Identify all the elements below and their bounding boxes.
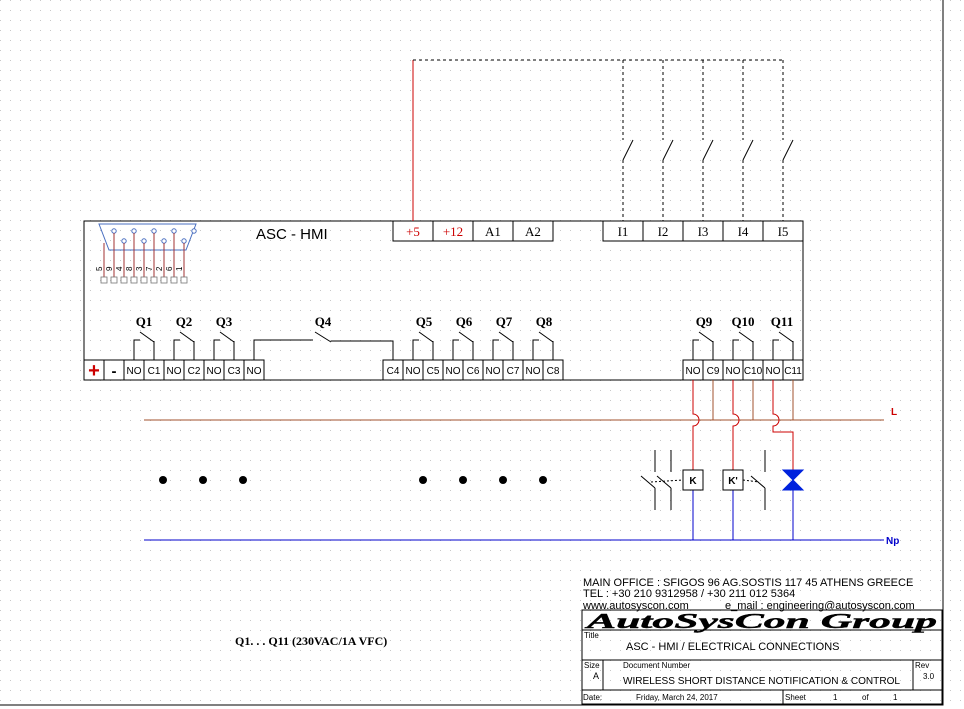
relay-label-q3: Q3 <box>216 314 233 329</box>
terminal-no: NO <box>766 366 781 377</box>
terminal-c9: C9 <box>707 366 720 377</box>
relay-label-q7: Q7 <box>496 314 513 329</box>
contactor-k2-label: K' <box>728 476 738 487</box>
pin-number: 8 <box>125 266 134 271</box>
company-email: e_mail : engineering@autosyscon.com <box>725 600 915 612</box>
pin-number: 5 <box>95 266 104 271</box>
document-number-label: Document Number <box>623 661 690 670</box>
relay-label-q11: Q11 <box>771 314 793 329</box>
terminal-no: NO <box>127 366 142 377</box>
terminal-c1: C1 <box>148 366 161 377</box>
document-number: WIRELESS SHORT DISTANCE NOTIFICATION & C… <box>623 676 900 687</box>
terminal-i5: I5 <box>778 224 789 239</box>
terminal-c7: C7 <box>507 366 520 377</box>
terminal-no: NO <box>726 366 741 377</box>
relay-contact-icons <box>133 331 794 360</box>
company-logo: AutoSysCon Group <box>583 609 937 633</box>
drawing-date: Friday, March 24, 2017 <box>636 693 718 702</box>
dsub-connector-icon <box>98 223 197 284</box>
relay-label-q4: Q4 <box>315 314 332 329</box>
terminal-c8: C8 <box>547 366 560 377</box>
company-website: www.autosyscon.com <box>582 600 689 612</box>
sheet-number: 1 <box>833 693 838 702</box>
terminal-plus: + <box>88 360 100 382</box>
contactor-k-label: K <box>689 476 697 487</box>
terminal-c4: C4 <box>387 366 400 377</box>
terminal-i3: I3 <box>698 224 709 239</box>
neutral-line-label: Np <box>886 536 899 547</box>
relay-rating-note: Q1. . . Q11 (230VAC/1A VFC) <box>235 634 387 648</box>
relay-label-q1: Q1 <box>136 314 153 329</box>
date-label: Date: <box>583 693 602 702</box>
terminal-minus: - <box>112 363 117 380</box>
terminal-no: NO <box>526 366 541 377</box>
terminal-c11: C11 <box>784 366 802 377</box>
relay-label-q9: Q9 <box>696 314 713 329</box>
pin-number: 9 <box>105 266 114 271</box>
bottom-terminal-strip <box>83 359 804 381</box>
terminal-c10: C10 <box>744 366 763 377</box>
terminal-i1: I1 <box>618 224 629 239</box>
terminal-c2: C2 <box>188 366 201 377</box>
input-switch-icons <box>622 139 794 161</box>
terminal-plus12: +12 <box>443 224 463 239</box>
pin-number: 6 <box>165 266 174 271</box>
title-block-frame <box>581 609 943 705</box>
valve-icon <box>781 469 805 491</box>
relay-label-q6: Q6 <box>456 314 473 329</box>
of-label: of <box>862 693 869 702</box>
auxiliary-contact-icons <box>640 450 766 510</box>
office-telephone: TEL : +30 210 9312958 / +30 211 012 5364 <box>583 588 795 600</box>
revision-label: Rev <box>915 661 929 670</box>
terminal-c5: C5 <box>427 366 440 377</box>
terminal-no: NO <box>167 366 182 377</box>
input-switch-wiring <box>413 59 784 221</box>
relay-label-q5: Q5 <box>416 314 433 329</box>
sheet-border <box>0 0 944 706</box>
load-wiring <box>692 380 794 540</box>
terminal-no: NO <box>207 366 222 377</box>
drawing-size: A <box>593 671 599 681</box>
junction-dots <box>159 476 547 484</box>
pin-number: 3 <box>135 266 144 271</box>
terminal-a1: A1 <box>485 224 501 239</box>
connector-pin-numbers: 5 9 4 8 3 7 2 6 1 <box>95 266 184 271</box>
pin-number: 4 <box>115 266 124 271</box>
title-field-label: Title <box>584 631 599 640</box>
terminal-no: NO <box>406 366 421 377</box>
office-address: MAIN OFFICE : SFIGOS 96 AG.SOSTIS 117 45… <box>583 577 913 589</box>
sheet-label: Sheet <box>785 693 807 702</box>
terminal-c6: C6 <box>467 366 480 377</box>
drawing-title: ASC - HMI / ELECTRICAL CONNECTIONS <box>626 641 840 653</box>
terminal-c3: C3 <box>228 366 241 377</box>
sheet-total: 1 <box>893 693 898 702</box>
terminal-plus5: +5 <box>406 224 420 239</box>
pin-number: 1 <box>175 266 184 271</box>
pin-number: 7 <box>145 266 154 271</box>
live-line-label: L <box>891 407 897 418</box>
pin-number: 2 <box>155 266 164 271</box>
terminal-i4: I4 <box>738 224 749 239</box>
module-title: ASC - HMI <box>256 226 328 243</box>
top-terminal-strip <box>392 220 804 242</box>
terminal-no: NO <box>486 366 501 377</box>
terminal-no: NO <box>247 366 262 377</box>
relay-label-q10: Q10 <box>731 314 754 329</box>
terminal-no: NO <box>686 366 701 377</box>
relay-label-q8: Q8 <box>536 314 553 329</box>
terminal-no: NO <box>446 366 461 377</box>
size-field-label: Size <box>584 661 600 670</box>
relay-label-q2: Q2 <box>176 314 193 329</box>
terminal-a2: A2 <box>525 224 541 239</box>
revision-number: 3.0 <box>923 672 935 681</box>
terminal-i2: I2 <box>658 224 669 239</box>
